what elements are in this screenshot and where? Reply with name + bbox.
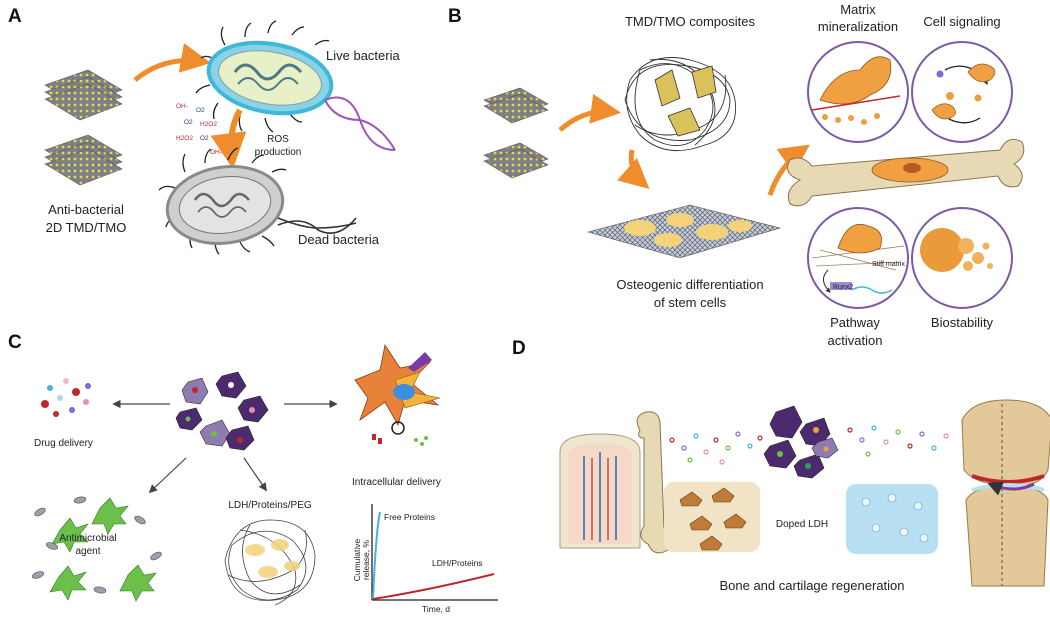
free-proteins-series-label: Free Proteins — [384, 512, 435, 522]
doped-ldh-particles — [763, 405, 839, 479]
ros-species-3: O2 — [184, 119, 193, 126]
ros-species-4: H2O2 — [200, 121, 217, 128]
arrow-to-differentiation — [617, 149, 650, 189]
material-label-line2: 2D TMD/TMO — [46, 220, 127, 235]
arrow-to-antimicrobial — [148, 457, 187, 494]
bone-with-cell — [787, 138, 1025, 207]
drug-delivery-label: Drug delivery — [34, 438, 93, 449]
panel-b: B TMD/TMO composites — [448, 2, 1025, 348]
ros-species-6: O2 — [200, 135, 209, 142]
panel-d: D — [512, 338, 1050, 593]
biostability-label: Biostability — [931, 315, 994, 330]
bone-cells-box — [664, 482, 760, 552]
regeneration-label: Bone and cartilage regeneration — [719, 578, 904, 593]
antimicrobial-label-line2: agent — [75, 546, 100, 557]
osteo-label-line2: of stem cells — [654, 295, 727, 310]
stem-cell-scaffold — [586, 204, 782, 259]
ros-species-1: OH- — [176, 103, 188, 110]
stiff-matrix-label: Stiff matrix — [872, 261, 905, 268]
biostability-circle — [911, 207, 1013, 309]
antimicrobial-cells — [31, 496, 162, 602]
live-bacterium — [195, 20, 396, 151]
bone-cross-section — [559, 433, 641, 549]
osteo-label-line1: Osteogenic differentiation — [616, 277, 763, 292]
panel-d-letter: D — [512, 338, 526, 359]
doped-ldh-label: Doped LDH — [776, 519, 828, 530]
ldh-peg-label: LDH/Proteins/PEG — [228, 500, 312, 511]
panel-c-letter: C — [8, 332, 22, 353]
release-plot: Free Proteins LDH/Proteins Cumulative re… — [352, 504, 498, 614]
ros-species: OH- O2 O2 H2O2 H2O2 O2 OH- — [176, 103, 222, 156]
ros-label-line1: ROS — [267, 134, 289, 145]
runx-label: Runx2 — [833, 284, 853, 291]
panel-a-letter: A — [8, 6, 22, 27]
tmd-sheet-top — [44, 69, 123, 121]
ros-species-5: H2O2 — [176, 135, 193, 142]
arrow-to-composites — [558, 93, 621, 132]
intracellular-cell — [354, 343, 441, 446]
dead-bacterium — [158, 147, 357, 255]
material-label-line1: Anti-bacterial — [48, 202, 124, 217]
composite-network — [624, 57, 737, 152]
ros-species-7: OH- — [210, 149, 222, 156]
dead-bacteria-label: Dead bacteria — [298, 232, 380, 247]
cartilage-cells-box — [846, 484, 938, 554]
knee-joint — [961, 399, 1050, 587]
ion-particles-right — [847, 425, 949, 457]
ion-particles-left — [669, 431, 763, 465]
ldh-proteins-series-label: LDH/Proteins — [432, 558, 483, 568]
cell-signaling-circle — [911, 41, 1013, 143]
arrow-to-outcomes — [767, 144, 810, 196]
plot-xlabel: Time, d — [422, 604, 450, 614]
drug-particles — [41, 378, 91, 417]
intracellular-delivery-label: Intracellular delivery — [352, 477, 441, 488]
antimicrobial-label-line1: Antimicrobial — [59, 533, 116, 544]
composites-label: TMD/TMO composites — [625, 14, 756, 29]
arrow-to-dead-bacteria — [210, 108, 247, 170]
plot-ylabel-line1: Cumulative — [352, 538, 362, 581]
matrix-label-line1: Matrix — [840, 2, 876, 17]
pathway-label-line2: activation — [828, 333, 883, 348]
pathway-activation-circle: Stiff matrix Runx2 — [807, 207, 909, 309]
matrix-label-line2: mineralization — [818, 19, 898, 34]
ros-species-2: O2 — [196, 107, 205, 114]
panel-c: C Drug delivery — [8, 332, 498, 614]
plot-ylabel-line2: release, % — [361, 539, 371, 580]
ldh-hexagons — [175, 371, 269, 451]
matrix-mineralization-circle — [807, 41, 909, 143]
ros-label-line2: production — [255, 147, 302, 158]
pathway-label-line1: Pathway — [830, 315, 880, 330]
panel-a: A Anti-bacterial 2D TMD/TMO — [8, 6, 400, 255]
arrow-to-ldh-composite — [243, 457, 267, 492]
free-proteins-curve — [372, 511, 381, 600]
panel-b-letter: B — [448, 6, 462, 27]
live-bacteria-label: Live bacteria — [326, 48, 400, 63]
ldh-protein-peg-network — [224, 519, 316, 606]
tmd-sheets-b — [483, 87, 549, 179]
arrow-to-live-bacteria — [133, 43, 211, 82]
cell-signaling-label: Cell signaling — [923, 14, 1000, 29]
ldh-proteins-curve — [372, 573, 495, 600]
tmd-sheet-bottom — [44, 134, 123, 186]
